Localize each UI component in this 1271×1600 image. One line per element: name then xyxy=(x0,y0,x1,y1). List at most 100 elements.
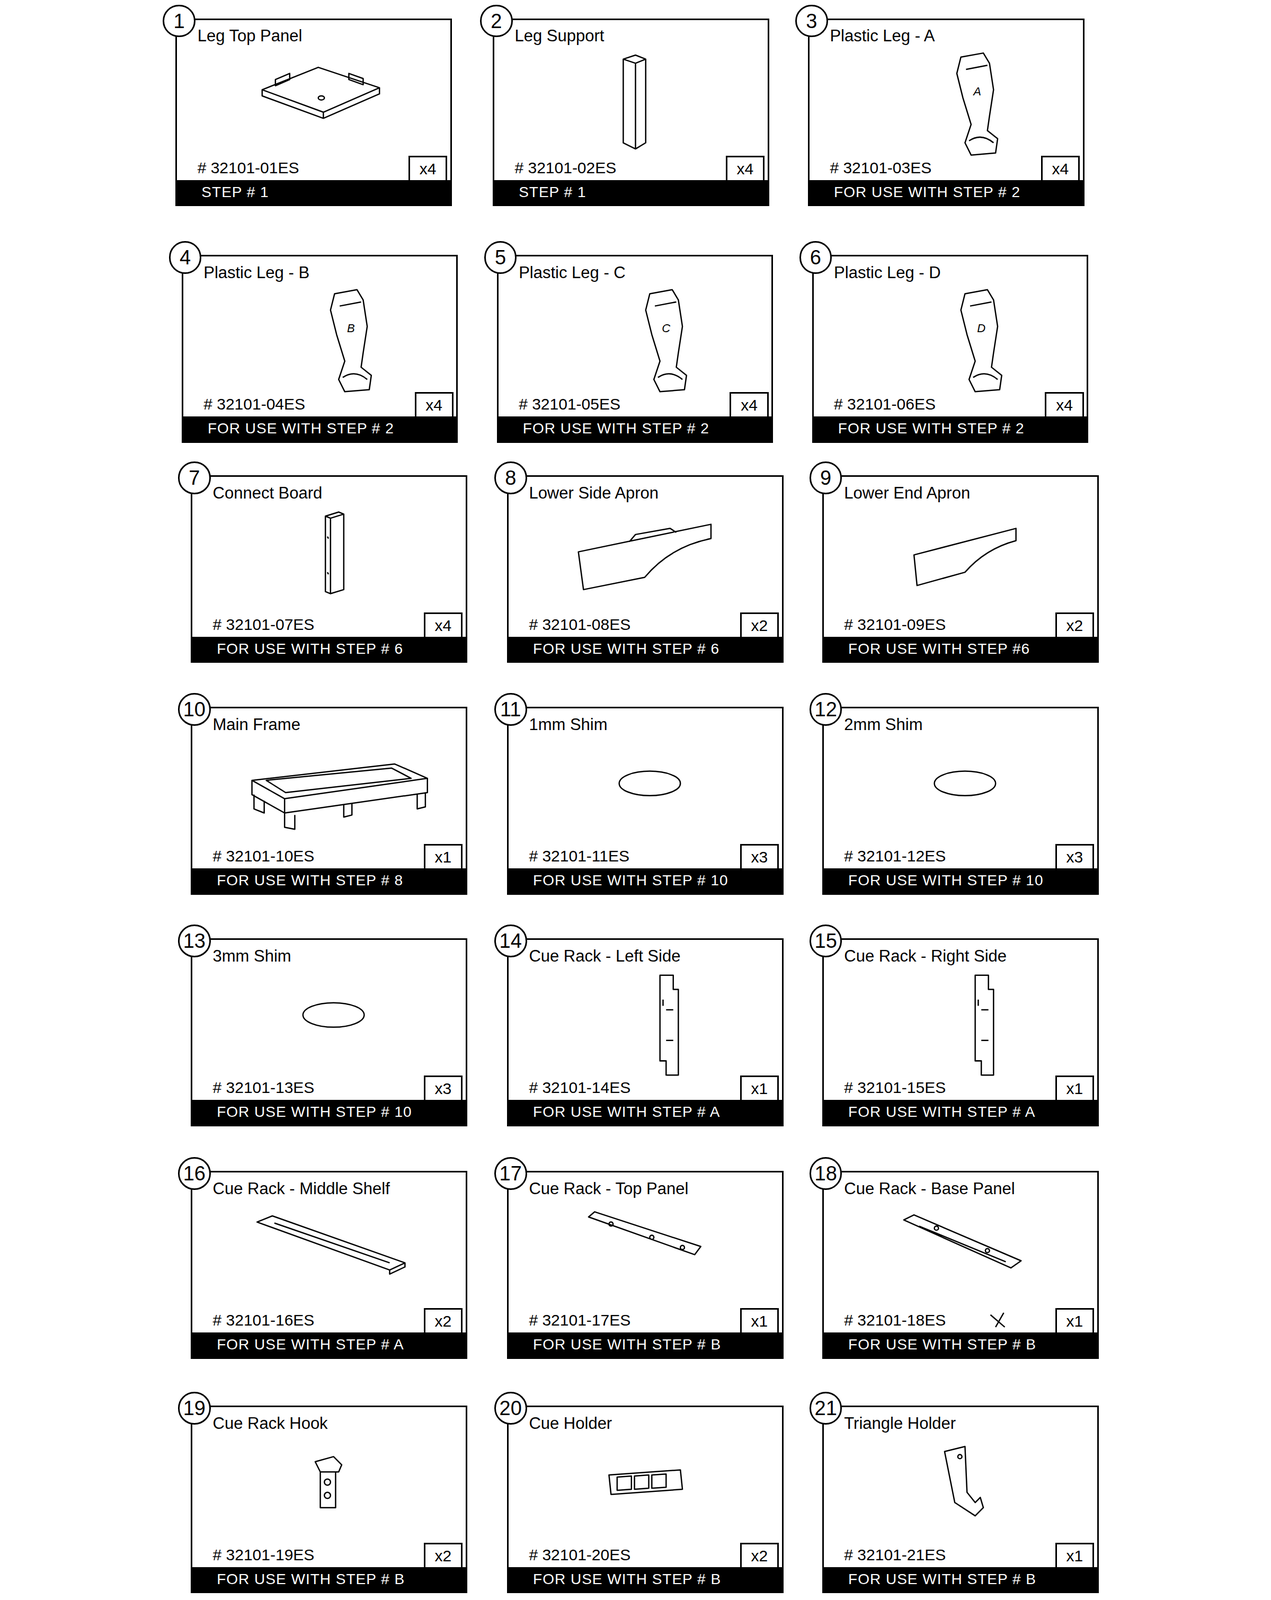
part-drawing xyxy=(645,289,687,393)
step-note: FOR USE WITH STEP # 8 xyxy=(216,873,404,888)
part-drawing xyxy=(588,1211,701,1255)
step-note: FOR USE WITH STEP # 10 xyxy=(532,873,728,888)
step-bar: STEP # 1 xyxy=(494,180,768,205)
callout-number: 17 xyxy=(499,1163,522,1184)
part-drawing xyxy=(325,512,344,594)
part-name: Leg Top Panel xyxy=(197,27,303,46)
part-outline xyxy=(252,763,428,830)
quantity: x4 xyxy=(1051,161,1069,177)
part-outline xyxy=(303,1002,365,1028)
part-panel: Cue Rack - Right Side# 32101-15ES15x1FOR… xyxy=(822,938,1099,1126)
callout-number: 20 xyxy=(499,1398,522,1419)
part-number: # 32101-08ES xyxy=(528,615,631,634)
part-drawing xyxy=(262,67,380,119)
part-number: # 32101-05ES xyxy=(518,395,621,413)
part-number: # 32101-06ES xyxy=(833,395,936,413)
leg-letter: B xyxy=(347,322,355,335)
callout-circle: 19 xyxy=(178,1391,211,1425)
quantity-box: x4 xyxy=(408,155,448,183)
quantity-box: x1 xyxy=(740,1075,779,1102)
step-bar: FOR USE WITH STEP # 10 xyxy=(823,868,1098,893)
part-number: # 32101-18ES xyxy=(843,1311,946,1329)
leg-letter: C xyxy=(661,322,671,335)
part-name: Cue Rack Hook xyxy=(212,1414,328,1433)
part-panel: Triangle Holder# 32101-21ES21x1FOR USE W… xyxy=(822,1405,1099,1594)
part-number: # 32101-01ES xyxy=(197,158,300,177)
callout-number: 16 xyxy=(183,1163,206,1184)
quantity-box: x4 xyxy=(414,392,454,419)
part-outline xyxy=(325,512,344,594)
part-number: # 32101-17ES xyxy=(528,1311,631,1329)
part-number: # 32101-14ES xyxy=(528,1078,631,1097)
part-number: # 32101-03ES xyxy=(829,158,932,177)
step-bar: FOR USE WITH STEP # A xyxy=(508,1099,782,1125)
callout-number: 14 xyxy=(499,930,522,951)
part-number: # 32101-02ES xyxy=(514,158,617,177)
step-note: FOR USE WITH STEP # 10 xyxy=(216,1104,412,1120)
leg-letter: D xyxy=(976,322,986,335)
part-panel: Cue Holder# 32101-20ES20x2FOR USE WITH S… xyxy=(507,1405,784,1594)
part-number: # 32101-16ES xyxy=(212,1311,315,1329)
quantity-box: x4 xyxy=(423,612,463,639)
part-name: Plastic Leg - A xyxy=(829,27,935,46)
callout-number: 2 xyxy=(490,11,502,32)
part-panel: Cue Rack - Left Side# 32101-14ES14x1FOR … xyxy=(507,938,784,1126)
quantity: x2 xyxy=(750,617,768,634)
part-number: # 32101-13ES xyxy=(212,1078,315,1097)
callout-circle: 2 xyxy=(480,4,513,38)
part-name: 3mm Shim xyxy=(212,947,292,966)
callout-number: 19 xyxy=(183,1398,206,1419)
callout-number: 21 xyxy=(814,1398,838,1419)
part-outline xyxy=(619,771,681,796)
part-panel: 1mm Shim# 32101-11ES11x3FOR USE WITH STE… xyxy=(507,706,784,895)
step-note: FOR USE WITH STEP # 2 xyxy=(207,421,395,437)
step-note: FOR USE WITH STEP # 10 xyxy=(848,873,1044,888)
step-note: FOR USE WITH STEP # 6 xyxy=(532,641,720,657)
step-bar: FOR USE WITH STEP # 2 xyxy=(813,416,1088,441)
part-drawing xyxy=(623,55,646,149)
callout-number: 6 xyxy=(810,247,822,268)
part-name: Cue Rack - Base Panel xyxy=(843,1179,1015,1198)
step-note: FOR USE WITH STEP #6 xyxy=(848,641,1030,657)
part-outline xyxy=(934,771,997,796)
quantity-box: x4 xyxy=(1044,392,1084,419)
quantity-box: x4 xyxy=(1041,155,1080,183)
quantity-box: x2 xyxy=(1055,612,1095,639)
quantity: x1 xyxy=(1065,1548,1083,1564)
part-drawing xyxy=(578,524,711,590)
step-note: FOR USE WITH STEP # B xyxy=(848,1571,1037,1587)
callout-number: 9 xyxy=(820,467,832,488)
step-note: FOR USE WITH STEP # B xyxy=(216,1571,405,1587)
part-outline xyxy=(588,1211,701,1255)
part-number: # 32101-04ES xyxy=(203,395,306,413)
part-panel: Lower Side Apron# 32101-08ES8x2FOR USE W… xyxy=(507,475,784,663)
step-note: STEP # 1 xyxy=(518,184,586,200)
quantity-box: x1 xyxy=(1055,1542,1095,1570)
quantity: x3 xyxy=(750,849,768,866)
callout-number: 11 xyxy=(500,699,521,720)
callout-number: 15 xyxy=(814,930,838,951)
quantity-box: x4 xyxy=(725,155,765,183)
quantity: x1 xyxy=(750,1313,768,1330)
quantity: x1 xyxy=(1065,1313,1083,1330)
part-number: # 32101-10ES xyxy=(212,847,315,865)
quantity: x1 xyxy=(434,849,452,866)
part-drawing xyxy=(975,975,994,1076)
part-outline xyxy=(578,524,711,590)
step-note: FOR USE WITH STEP # 6 xyxy=(216,641,404,657)
part-name: Cue Rack - Right Side xyxy=(843,947,1007,966)
part-number: # 32101-15ES xyxy=(843,1078,946,1097)
step-note: FOR USE WITH STEP # 2 xyxy=(833,184,1021,200)
step-note: FOR USE WITH STEP # B xyxy=(532,1571,722,1587)
callout-circle: 17 xyxy=(494,1157,528,1190)
step-bar: FOR USE WITH STEP # 10 xyxy=(192,1099,466,1125)
part-drawing xyxy=(956,52,998,156)
part-name: Cue Rack - Left Side xyxy=(528,947,681,966)
part-drawing xyxy=(913,528,1017,586)
step-note: FOR USE WITH STEP # A xyxy=(848,1104,1036,1120)
part-panel: Cue Rack - Middle Shelf# 32101-16ES16x2F… xyxy=(190,1170,468,1359)
part-outline xyxy=(608,1469,683,1495)
part-drawing xyxy=(619,771,681,796)
part-panel: Connect Board# 32101-07ES7x4FOR USE WITH… xyxy=(190,475,468,663)
callout-circle: 15 xyxy=(809,924,843,958)
